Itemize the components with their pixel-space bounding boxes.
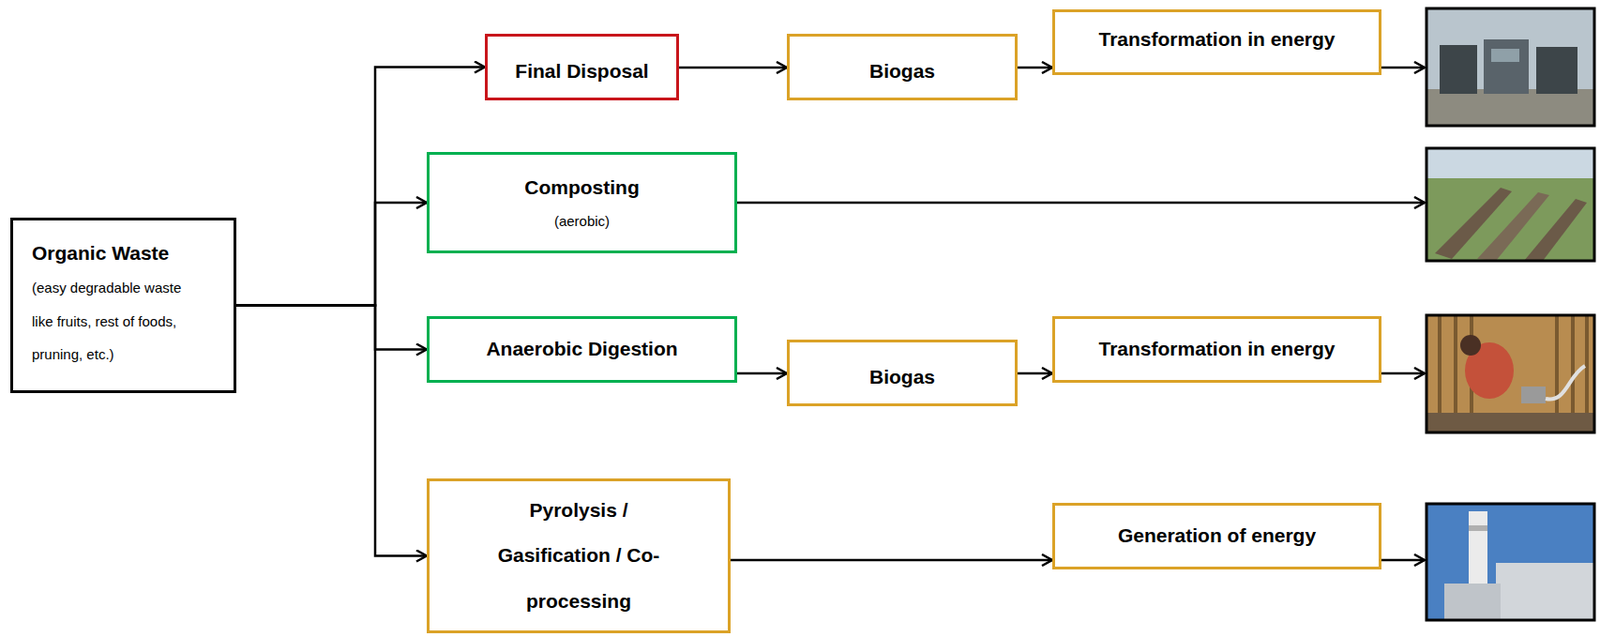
biogas-cooking-photo [1426, 315, 1595, 433]
photo-field [1426, 178, 1595, 261]
chimney-band [1468, 525, 1488, 531]
photo-frame [1426, 8, 1595, 126]
flow-arrow [1017, 66, 1053, 70]
photo-sky [1426, 148, 1595, 261]
generator [1439, 45, 1478, 94]
flow-arrow [737, 372, 787, 376]
process-box: Pyrolysis / Gasification / Co-processing [426, 478, 731, 634]
node-title: Composting [524, 175, 639, 200]
photo-sky [1426, 503, 1595, 620]
photo-ground [1426, 89, 1595, 126]
node-title: Biogas [869, 59, 936, 84]
photo-frame [1426, 503, 1595, 620]
source-box: Organic Waste (easy degradable waste like… [10, 217, 237, 393]
person-head [1460, 334, 1481, 356]
node-title: Anaerobic Digestion [485, 336, 678, 362]
photo-floor [1426, 412, 1595, 433]
picture-arrow [1381, 558, 1425, 562]
picture-arrow [737, 201, 1425, 205]
compost-windrow [1524, 198, 1587, 261]
process-box: Composting (aerobic) [426, 151, 738, 254]
photo-sky [1426, 8, 1595, 126]
flow-arrow [236, 305, 427, 350]
node-title: Biogas [869, 364, 936, 390]
node-title: Transformation in energy [1098, 336, 1335, 362]
generator [1483, 39, 1529, 94]
photo-frame [1426, 315, 1595, 433]
generator-panel [1491, 48, 1520, 62]
node-title: Generation of energy [1117, 523, 1316, 548]
output-box: Transformation in energy [1052, 9, 1382, 76]
photo-wall [1426, 315, 1595, 433]
plant-building [1495, 562, 1595, 620]
product-box: Biogas [786, 339, 1018, 407]
cooking-pot [1521, 386, 1546, 404]
node-title: Pyrolysis / Gasification / Co-processing [497, 487, 662, 624]
node-note: (easy degradable waste like fruits, rest… [31, 271, 194, 371]
picture-arrow [1381, 372, 1425, 376]
node-title: Organic Waste [31, 240, 169, 266]
photo-frame [1426, 148, 1595, 261]
node-note: (aerobic) [554, 212, 610, 231]
node-title: Final Disposal [514, 59, 649, 84]
product-box: Biogas [786, 33, 1018, 101]
gas-hose [1545, 365, 1585, 400]
power-plant-photo [1426, 503, 1595, 620]
flow-arrow [730, 558, 1053, 562]
landfill-photo [1426, 8, 1595, 126]
plant-building [1444, 583, 1501, 620]
flow-arrow [236, 202, 427, 306]
process-box: Anaerobic Digestion [426, 316, 738, 383]
output-box: Generation of energy [1052, 502, 1382, 570]
flow-arrow [1017, 372, 1053, 376]
process-box: Final Disposal [484, 33, 680, 101]
picture-arrow [1381, 66, 1425, 70]
node-title: Transformation in energy [1098, 27, 1335, 52]
generator [1536, 46, 1578, 94]
flow-arrow [679, 66, 787, 70]
compost-photo [1426, 148, 1595, 261]
flow-arrow [236, 305, 427, 557]
output-box: Transformation in energy [1052, 316, 1382, 383]
